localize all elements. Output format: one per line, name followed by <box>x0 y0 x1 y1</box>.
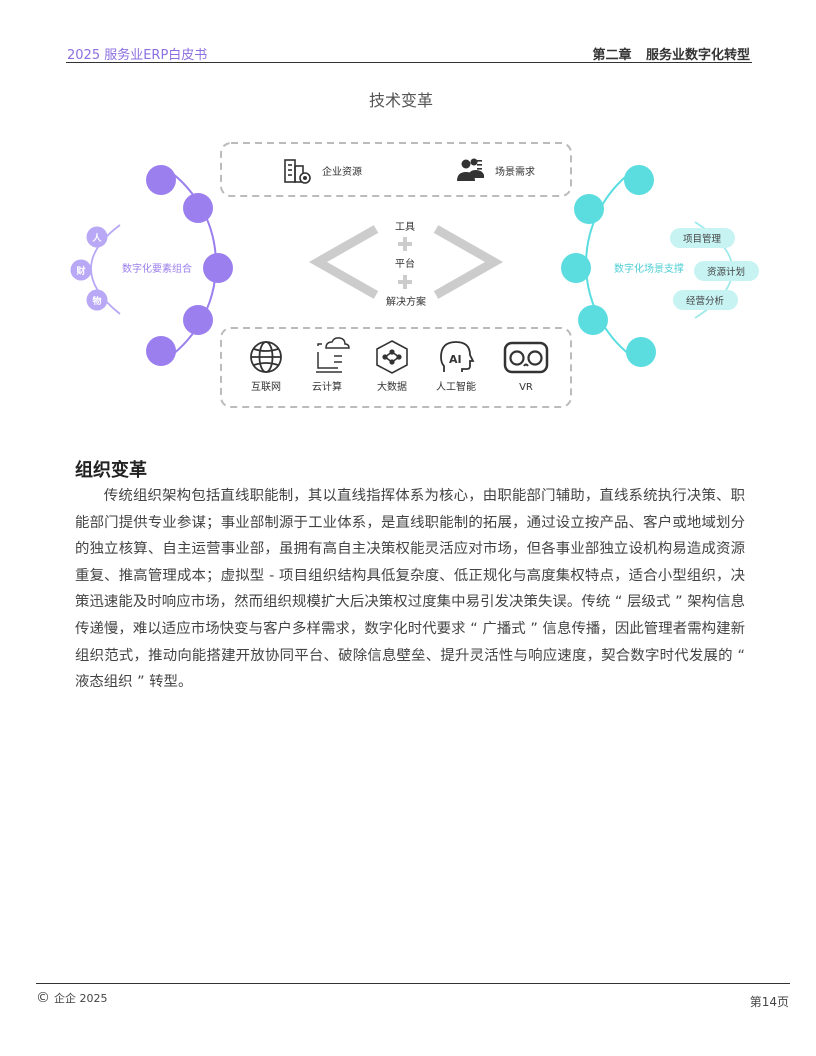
pill-label-project-management: 项目管理 <box>683 233 722 245</box>
center-label-tools: 工具 <box>395 221 415 233</box>
header-doc-title: 2025 服务业ERP白皮书 <box>67 48 208 63</box>
element-label-finance: 财 <box>75 265 85 277</box>
section-heading: 组织变革 <box>75 460 147 481</box>
copyright-icon: © <box>36 990 50 1006</box>
left-node <box>146 165 176 195</box>
page-number: 第14页 <box>749 995 789 1009</box>
globe-icon <box>250 341 282 373</box>
enterprise-resource-icon <box>284 159 311 184</box>
element-node-goods <box>86 289 108 311</box>
left-node <box>183 305 213 335</box>
pill-project-management <box>670 228 735 248</box>
bottom-item-ai: 人工智能 <box>436 380 476 393</box>
cloud-computing-icon <box>316 337 350 373</box>
element-label-people: 人 <box>91 232 102 244</box>
header-divider <box>66 62 752 63</box>
vr-headset-icon <box>503 341 549 374</box>
footer-divider <box>36 983 790 984</box>
pill-label-resource-planning: 资源计划 <box>707 266 745 278</box>
right-node <box>574 194 604 224</box>
left-node <box>203 253 233 283</box>
plus-icon <box>398 237 412 251</box>
plus-icon <box>398 275 412 289</box>
bottom-item-vr: VR <box>519 382 533 393</box>
bottom-dashed-box <box>220 327 572 408</box>
element-node-finance <box>70 259 92 281</box>
bottom-item-internet: 互联网 <box>251 381 281 393</box>
diagram-title: 技术变革 <box>368 91 433 110</box>
element-label-goods: 物 <box>92 295 101 307</box>
section-paragraph: 传统组织架构包括直线职能制，其以直线指挥体系为核心，由职能部门辅助，直线系统执行… <box>75 488 745 691</box>
pill-label-business-analysis: 经营分析 <box>686 295 725 307</box>
top-item-enterprise-resource: 企业资源 <box>322 165 362 178</box>
footer-copyright: © 企企 2025 <box>36 990 108 1006</box>
element-node-people <box>86 226 108 248</box>
left-node <box>146 336 176 366</box>
technology-change-diagram: 工具 平台 解决方案 企业资源 场景需求 互联网 云计算 <box>70 142 759 408</box>
center-label-solution: 解决方案 <box>386 295 426 308</box>
svg-text:AI: AI <box>449 353 462 366</box>
right-node <box>578 305 608 335</box>
left-chevron <box>308 225 379 299</box>
pill-resource-planning <box>694 261 759 281</box>
top-dashed-box <box>220 142 572 197</box>
header-chapter: 第二章 服务业数字化转型 <box>592 48 750 63</box>
left-node <box>183 193 213 223</box>
scenario-demand-icon <box>457 158 484 181</box>
left-arc-label: 数字化要素组合 <box>122 262 192 275</box>
copyright-text: 企企 2025 <box>54 992 108 1005</box>
right-node <box>626 337 656 367</box>
bottom-item-cloud-computing: 云计算 <box>312 380 342 393</box>
right-node <box>624 165 654 195</box>
right-node <box>561 253 591 283</box>
ai-icon: AI <box>440 341 475 372</box>
bottom-item-big-data: 大数据 <box>377 380 407 393</box>
top-item-scenario-demand: 场景需求 <box>495 165 535 178</box>
center-label-platform: 平台 <box>395 257 415 270</box>
pill-business-analysis <box>673 290 738 310</box>
right-arc-label: 数字化场景支撑 <box>614 262 684 275</box>
big-data-icon <box>376 340 408 374</box>
right-chevron <box>433 225 504 299</box>
